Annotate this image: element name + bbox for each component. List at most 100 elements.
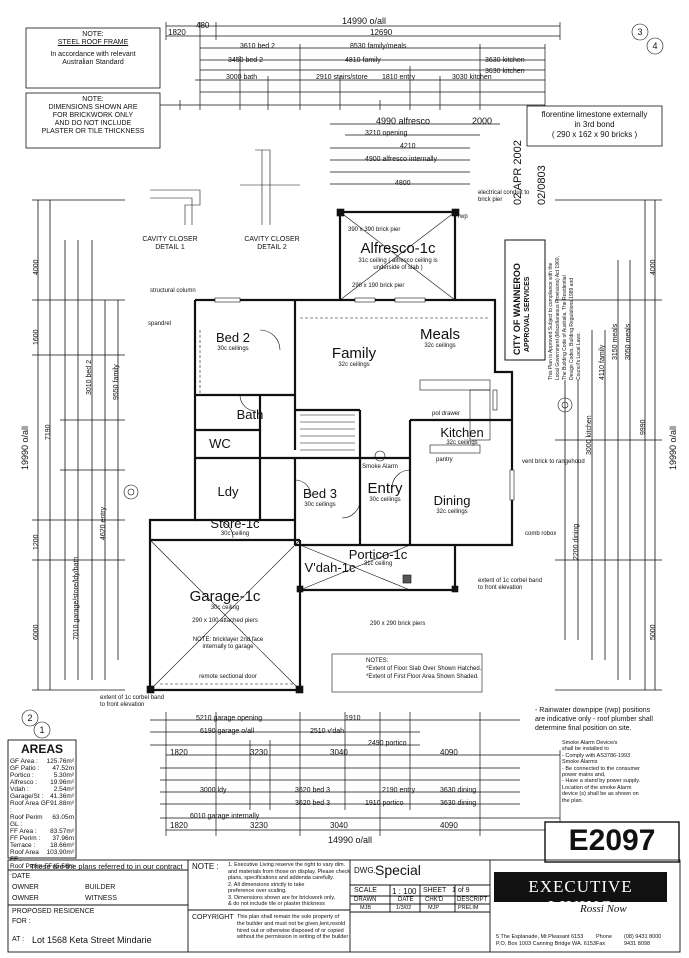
dim-2000: 2000 [472,116,493,126]
note-line: CAVITY CLOSER [244,236,300,243]
dim-left-family: 9550 family [113,364,120,400]
dim-right-4000: 4000 [650,259,657,275]
room-bed-2-detail: 30c ceilings [217,346,249,352]
note-line: 3. Dimensions shown are for brickwork on… [228,894,336,901]
label-vent: vent brick to rangehood [522,459,585,465]
company-address-2: P.O. Box 1003 Canning Bridge WA. 6153 [496,941,596,947]
label-comb-robox: comb robox [525,531,557,537]
area-value: 2.54m² [53,786,74,793]
witness-label: WITNESS [85,895,117,902]
label-rwp: rwp [458,214,468,220]
dim-bottom-3040: 3040 [330,748,348,757]
note-line: FOR BRICKWORK ONLY [52,112,134,119]
dim-bottom-4090-b: 4090 [440,821,458,830]
areas-row: Portico :5.30m² [10,772,74,779]
area-value: 45.56m [52,863,74,870]
area-label: FF Area : [10,828,37,835]
sheet-label: SHEET [423,887,447,894]
note-line: the builder and must not be given,lent,r… [237,920,346,927]
room-portico: Portico-1c [348,547,408,562]
council-text-1: This Plan is Approved Subject to complia… [548,262,554,380]
for-label: FOR : [12,918,31,925]
note-line: device (s) shall be as shown on [562,791,639,798]
label-garage-note: NOTE: bricklayer 2nd face internally to … [192,637,264,650]
phone-label: Phone [596,934,612,940]
area-value: 125.76m² [46,758,74,765]
label-smoke-alarm: Smoke Alarm [362,464,398,470]
room-store-detail: 30c ceiling [220,531,250,537]
scale-value: 1 : 100 [392,887,417,896]
owner-label: OWNER [12,884,39,891]
dim-right-5000: 5000 [650,624,657,640]
room-alfresco-detail: 31c ceiling ( alfresco ceiling is unders… [358,258,438,271]
areas-row: GF Area :125.76m² [10,758,74,765]
label-structural-column: structural column [150,288,196,294]
date2-label: DATE [398,897,414,903]
downpipe-note: - Rainwater downpipe (rwp) positions are… [535,706,653,733]
dim-opening: 3210 opening [365,130,408,137]
dim-entry: 1810 entry [382,74,416,81]
areas-row: FF Area :83.57m² [10,828,74,835]
note-line: and materials from those on display. Ple… [228,868,351,875]
dim-family: 4810 family [345,57,381,64]
dim-bottom-dining-b: 3630 dining [440,800,477,807]
room-bath: Bath [236,407,264,422]
ref-stamp: 02/0803 [536,165,548,205]
drawn-value: MJB [360,905,371,911]
areas-row: FF Perim :37.96m [10,835,74,842]
brand-signature: Rossi Now [580,903,627,915]
dim-left-1200: 1200 [33,534,40,550]
note-label: NOTE : [192,862,219,871]
room-verandah: V'dah-1c [304,560,356,575]
label-electrical: electrical conduit to brick pier [478,190,530,203]
label-pol-drawer: pol drawer [432,411,461,417]
area-value: 103.90m² [46,849,74,856]
dim-bed2-b: 3450 bed 2 [228,57,264,64]
dim-kitchen-a: 3630 kitchen [485,57,525,64]
note-line: STEEL ROOF FRAME [57,39,129,46]
areas-row: Terrace :18.66m² [10,842,74,849]
room-family: Family [331,345,377,362]
room-family-detail: 32c ceilings [338,362,370,368]
dim-left-entry: 4620 entry [100,506,107,540]
room-meals-detail: 32c ceilings [424,343,456,349]
dim-bottom-4090: 4090 [440,748,458,757]
dim-left-garage: 7010 garage/store/ldy/bath [73,556,80,640]
dim-bottom-1820: 1820 [170,748,188,757]
dim-alfresco: 4990 alfresco [376,116,431,126]
dwg-value: Special [375,862,421,878]
fax-value: 9431 8098 [624,941,650,947]
note-line: hired out or otherwise disposed of or co… [237,927,344,934]
note-line: power mains and, [562,772,606,779]
areas-row: Vdah :2.54m² [10,786,74,793]
room-store: Store-1c [210,516,260,531]
council-text-3: The Building Code of Australia, The Resi… [562,275,568,380]
dim-right-meals-a: 3050 meals [625,323,632,360]
grid-mark-3: 3 [637,27,643,37]
dim-bottom-3230-b: 3230 [250,821,268,830]
council-name: CITY OF WANNEROO [512,263,522,355]
phone-value: (08) 9431 8000 [624,934,662,940]
plans-note: These are the plans referred to in our c… [30,862,183,871]
note-line: This plan shall remain the sole property… [237,914,340,920]
note-line: PLASTER OR TILE THICKNESS [41,128,145,135]
cavity-detail-2: CAVITY CLOSER DETAIL 2 [232,236,312,252]
note-line: - Rainwater downpipe (rwp) positions [535,707,651,714]
note-line: & do not include tile or plaster thickne… [228,901,325,907]
legend-hatched: *Extent of Floor Slab Over Shown Hatched… [366,666,482,672]
note-line: determine final position on site. [535,725,632,732]
area-value: 47.52m [52,765,74,772]
dim-left-6000: 6000 [33,624,40,640]
dim-top-1820: 1820 [168,28,186,37]
council-dept: APPROVAL SERVICES [524,276,531,352]
dim-top-12690: 12690 [370,28,393,37]
area-value: 37.96m [52,835,74,842]
note-line: Smoke Alarms [562,759,598,766]
area-label: Roof Area GF : [10,800,50,814]
dim-right-kitchen: 3000 kitchen [586,415,593,455]
areas-row: Roof Perim GL :63.05m [10,814,74,828]
areas-row: Roof Perim FF :45.56m [10,863,74,877]
note-line: Location of the smoke Alarm [562,784,632,791]
at-label: AT : [12,936,25,943]
